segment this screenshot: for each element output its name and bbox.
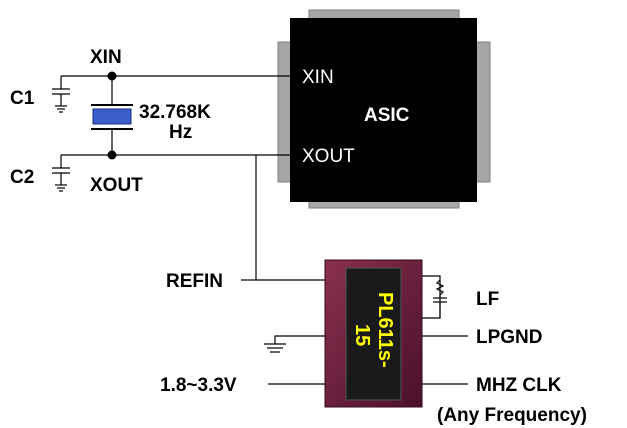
pll-chip-window <box>345 267 402 401</box>
pll-chip-part-suffix: 15 <box>351 324 373 346</box>
capacitor-c1 <box>52 76 70 113</box>
asic-title: ASIC <box>364 105 410 126</box>
crystal-frequency-label: 32.768K <box>139 102 211 123</box>
mhz-clk-label: MHZ CLK <box>476 375 562 396</box>
xin-label: XIN <box>90 47 122 68</box>
crystal-icon <box>91 104 133 130</box>
loop-filter <box>433 279 447 318</box>
lf-label: LF <box>476 289 499 310</box>
asic-chip: XIN XOUT ASIC <box>277 9 491 209</box>
pll-chip-part-number: PL611s- <box>374 292 396 368</box>
crystal-body <box>92 108 132 125</box>
asic-pin-xout-label: XOUT <box>302 146 355 167</box>
wires <box>61 75 468 385</box>
resistor-icon <box>435 279 445 296</box>
asic-pin-xin-label: XIN <box>302 67 334 88</box>
xout-junction-dot <box>107 150 117 160</box>
capacitor-c2 <box>52 155 70 192</box>
pll-chip: PL611s- 15 <box>324 259 423 408</box>
voltage-label: 1.8~3.3V <box>160 375 237 396</box>
refin-label: REFIN <box>166 271 223 292</box>
any-frequency-label: (Any Frequency) <box>437 405 587 426</box>
ground-icon <box>264 343 286 353</box>
c2-label: C2 <box>10 167 34 188</box>
c1-label: C1 <box>10 88 35 109</box>
asic-body <box>290 18 477 202</box>
xout-label: XOUT <box>90 175 143 196</box>
chip-ground-wire <box>274 335 325 344</box>
lpgnd-label: LPGND <box>476 327 543 348</box>
crystal-frequency-unit: Hz <box>169 122 192 143</box>
xin-junction-dot <box>107 71 117 81</box>
